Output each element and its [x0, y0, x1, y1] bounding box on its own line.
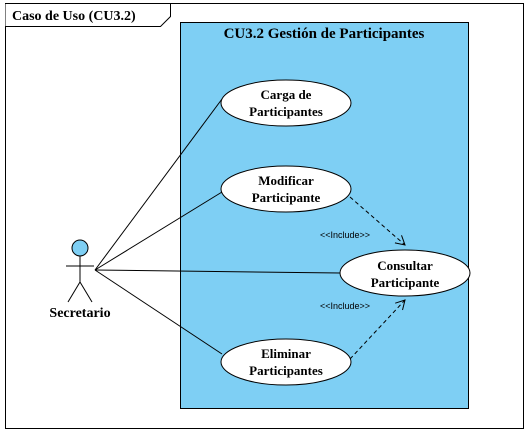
use-case-consultar[interactable]: Consultar Participante — [339, 249, 471, 297]
use-case-label-line2: Participante — [371, 275, 440, 290]
frame-title: Caso de Uso (CU3.2) — [12, 9, 136, 24]
use-case-ellipse — [220, 79, 352, 127]
include-label-eliminar: <<Include>> — [320, 301, 370, 311]
frame-title-tab — [5, 3, 171, 27]
association-modificar — [94, 191, 223, 271]
use-case-label-line2: Participantes — [249, 104, 323, 119]
use-case-label-line1: Modificar — [258, 173, 314, 188]
use-case-label-line1: Consultar — [377, 258, 433, 273]
association-eliminar — [94, 269, 223, 355]
use-case-label-line1: Carga de — [261, 87, 312, 102]
use-case-label-line2: Participantes — [249, 363, 323, 378]
use-case-carga[interactable]: Carga de Participantes — [220, 79, 352, 127]
association-consultar — [94, 269, 341, 274]
system-title: CU3.2 Gestión de Participantes — [224, 26, 425, 42]
association-carga — [94, 98, 223, 271]
include-label-modificar: <<Include>> — [320, 230, 370, 240]
use-case-ellipse — [220, 338, 352, 386]
use-case-eliminar[interactable]: Eliminar Participantes — [220, 338, 352, 386]
actor-left-leg — [67, 281, 81, 303]
actor-secretario[interactable]: Secretario — [49, 239, 111, 321]
actor-right-leg — [79, 281, 93, 303]
use-case-ellipse — [339, 249, 471, 297]
use-case-label-line1: Eliminar — [261, 346, 311, 361]
use-case-label-line2: Participante — [252, 190, 321, 205]
actor-name: Secretario — [49, 306, 110, 321]
actor-head — [71, 239, 89, 257]
use-case-ellipse — [220, 165, 352, 213]
use-case-modificar[interactable]: Modificar Participante — [220, 165, 352, 213]
include-arrow-modificar — [349, 196, 406, 246]
